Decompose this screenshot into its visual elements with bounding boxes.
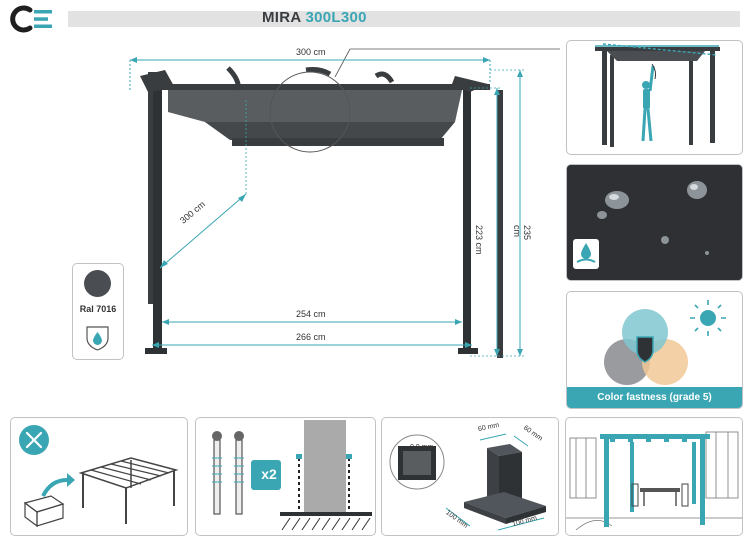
color-fastness-label: Color fastness (grade 5)	[567, 387, 742, 408]
back-left-post	[148, 72, 156, 304]
right-foot	[458, 348, 478, 354]
ral-label: Ral 7016	[79, 304, 117, 314]
thickness-label: 0.9 mm	[410, 444, 434, 451]
ral-badge: Ral 7016	[72, 263, 124, 360]
title-bar	[68, 11, 740, 27]
assembly-panel	[10, 417, 188, 536]
front-left-post	[153, 80, 162, 350]
water-resistant-icon	[83, 324, 112, 351]
dim-clear-height: 223 cm	[474, 225, 484, 255]
dim-top-width: 300 cm	[296, 47, 326, 57]
color-fastness-panel: Color fastness (grade 5)	[566, 291, 743, 409]
back-right-post	[497, 90, 503, 358]
fixing-multiplier: x2	[261, 466, 277, 482]
post-detail-panel: 0.9 mm 60 mm 60 mm 100 mm 100 mm	[381, 417, 559, 536]
detail-circle	[269, 71, 351, 153]
front-beam	[150, 84, 490, 90]
left-foot	[145, 348, 167, 354]
main-pergola-diagram: 300 cm 300 cm 254 cm 266 cm 223 cm 235 c…	[0, 40, 563, 370]
front-right-post	[463, 80, 471, 350]
dim-outer-width: 266 cm	[296, 332, 326, 342]
scene-panel	[565, 417, 743, 536]
dim-total-height: 235 cm	[512, 225, 532, 241]
anchor-panel: x2	[195, 417, 376, 536]
logo	[8, 4, 58, 34]
title-main: MIRA	[262, 9, 301, 26]
water-repellent-panel	[566, 164, 743, 281]
color-swatch	[84, 270, 111, 297]
dim-inner-width: 254 cm	[296, 309, 326, 319]
title-model: 300L300	[305, 9, 367, 26]
page-title: MIRA 300L300	[262, 9, 367, 26]
scale-panel	[566, 40, 743, 155]
